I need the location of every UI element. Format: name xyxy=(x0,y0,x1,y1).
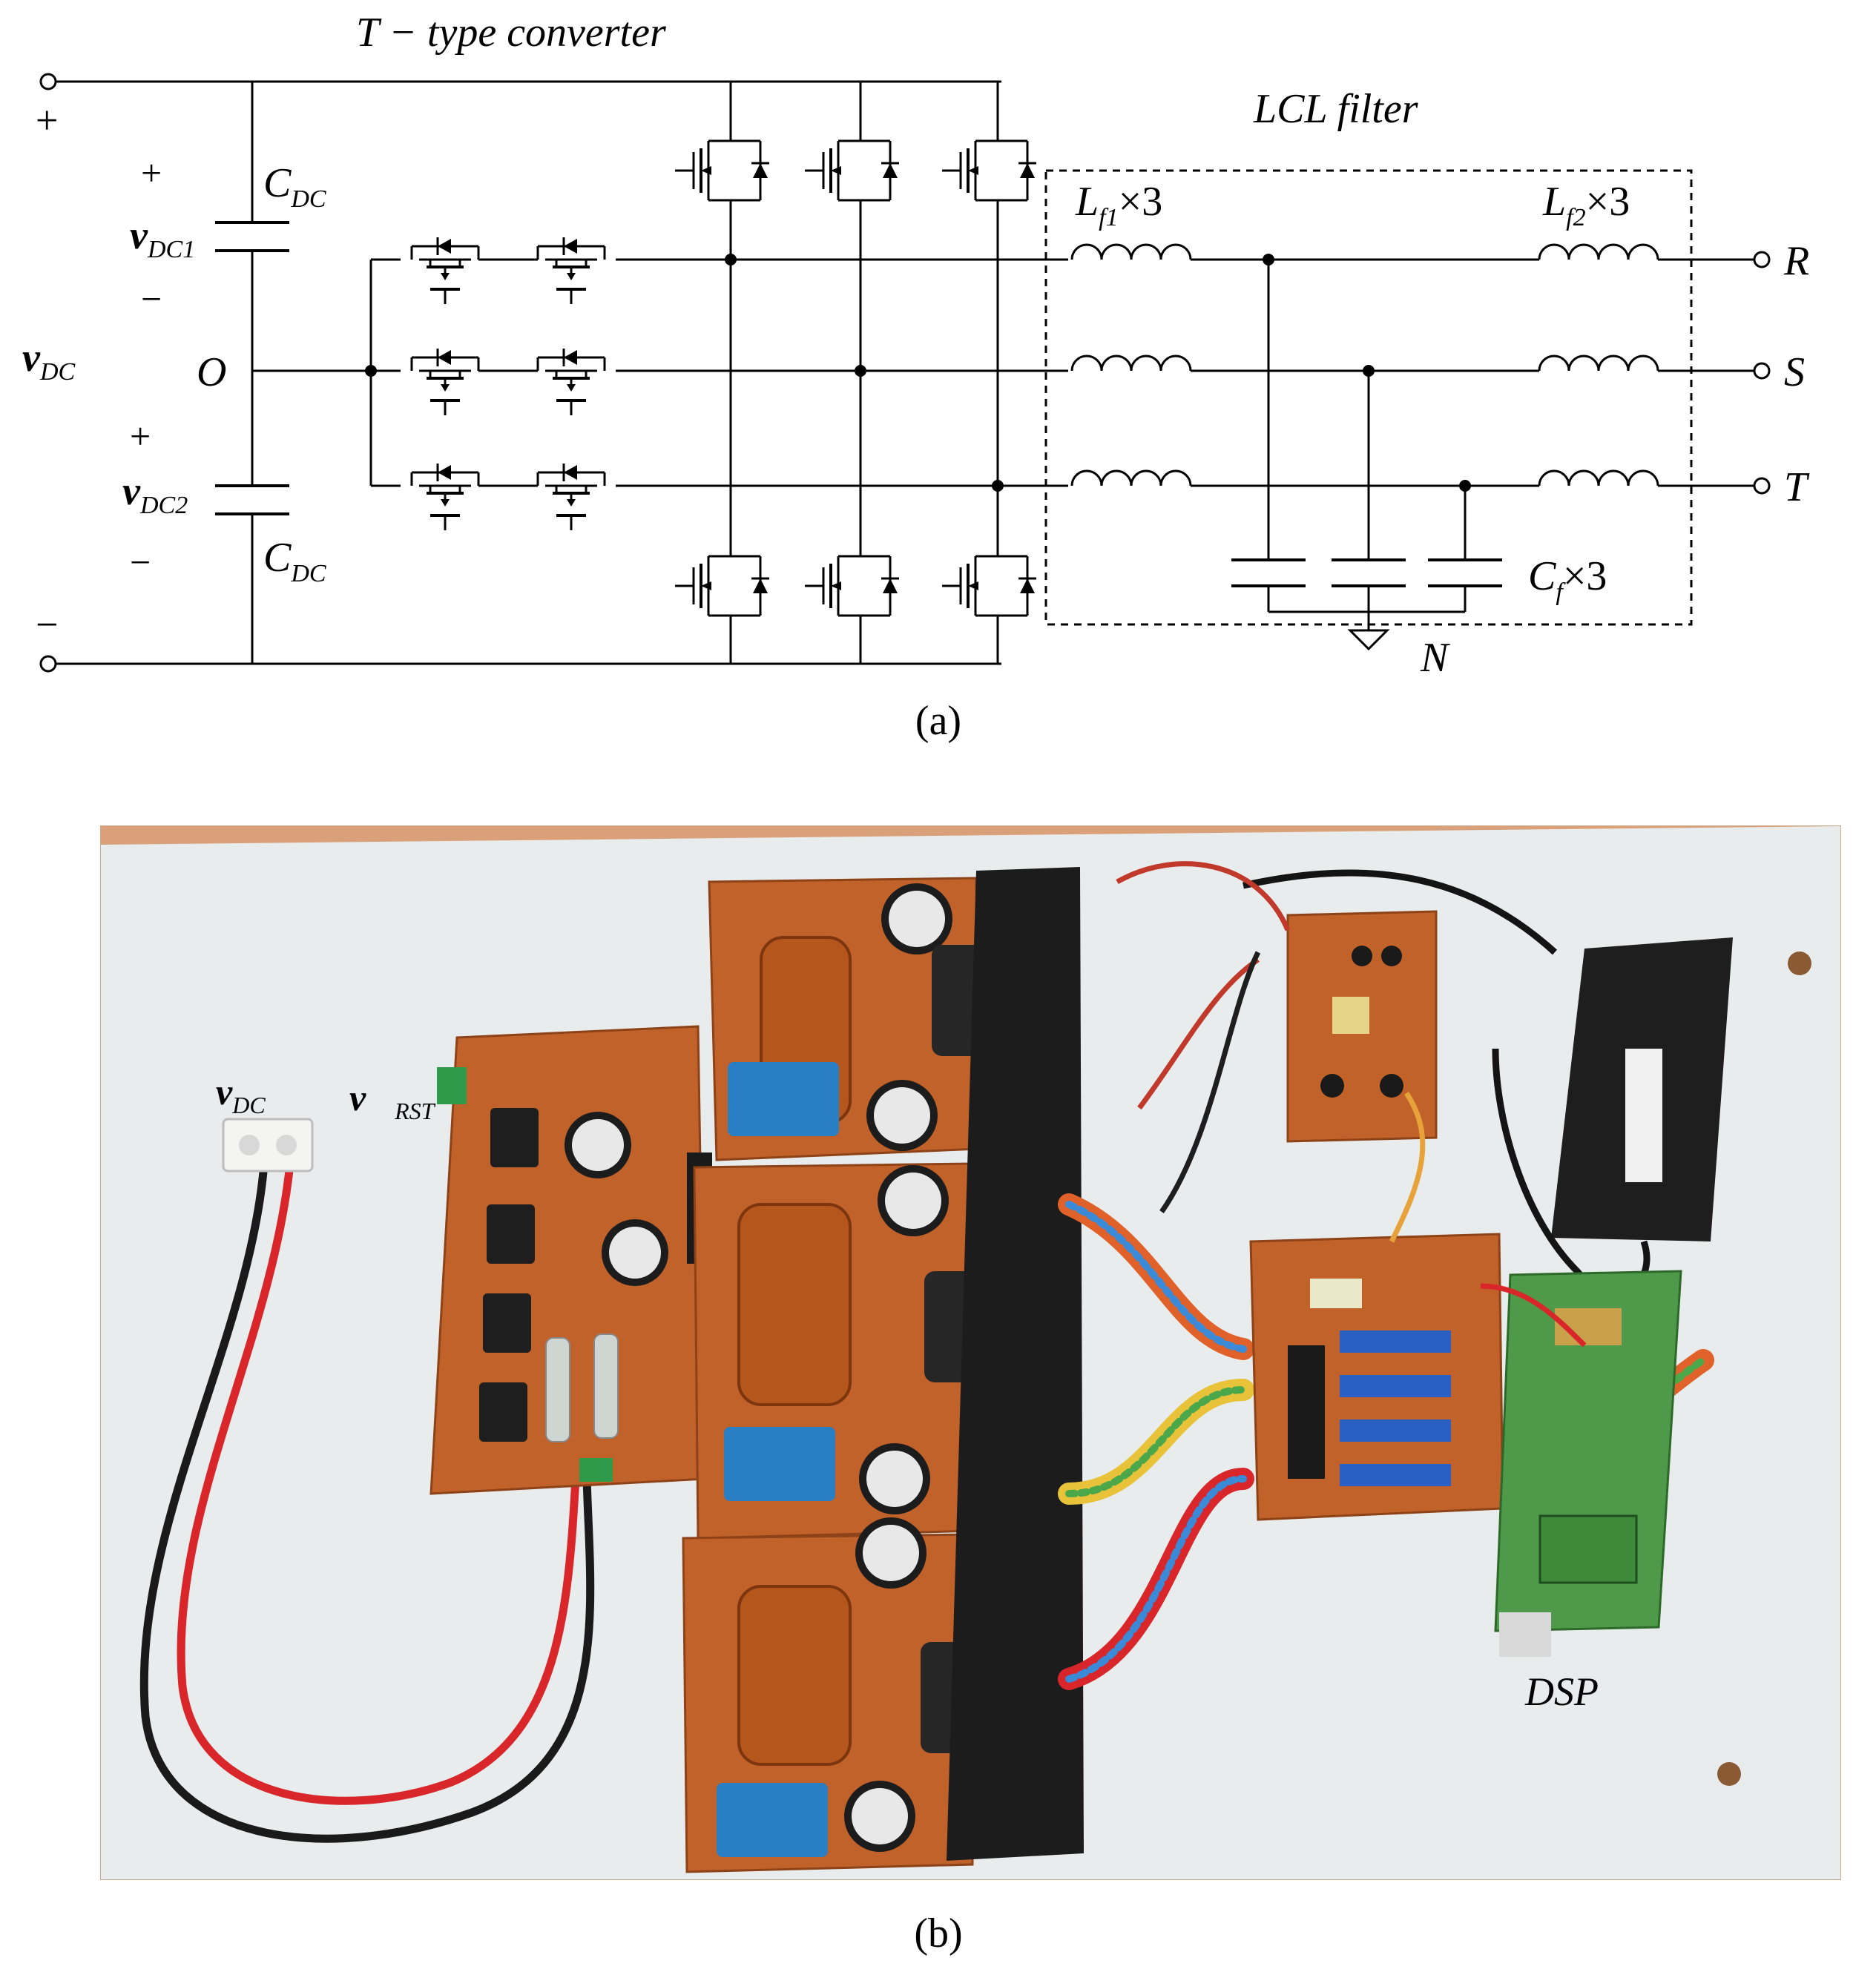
gate-driver-board xyxy=(1249,1233,1504,1521)
dc-plus-sign: + xyxy=(36,98,58,142)
dc-input-cable xyxy=(139,1159,595,1843)
lf1-label: Lf1×3 xyxy=(1075,179,1162,231)
cdc-top-label: CDC xyxy=(263,160,326,213)
lower-switch-s xyxy=(803,540,901,632)
midpoint-label: O xyxy=(197,349,226,395)
inverter-side-inductors xyxy=(1070,243,1192,487)
grid-side-inductors xyxy=(1538,243,1659,487)
lf2-label: Lf2×3 xyxy=(1542,179,1630,231)
caption-a: (a) xyxy=(915,698,961,744)
vdc2-plus: + xyxy=(130,415,151,457)
caption-b: (b) xyxy=(914,1910,963,1956)
photo-label-vrst: v⃗RST xyxy=(349,1077,436,1124)
vdc-label: vDC xyxy=(22,335,76,386)
vdc2-minus: − xyxy=(130,541,151,583)
vdc1-plus: + xyxy=(141,152,162,194)
photo-label-dsp: DSP xyxy=(1524,1669,1599,1714)
vdc2-label: vDC2 xyxy=(122,469,188,519)
phase-t-label: T xyxy=(1784,464,1810,510)
circuit-schematic: T − type converter LCL filter + − + vDC1… xyxy=(22,10,1810,744)
cf-label: Cf×3 xyxy=(1528,553,1607,606)
heatsink xyxy=(947,867,1084,1861)
dc-terminal-block xyxy=(222,1118,314,1173)
dc-minus-sign: − xyxy=(36,602,58,647)
vdc1-minus: − xyxy=(141,278,162,320)
upper-switch-r xyxy=(674,125,771,217)
ground-icon xyxy=(1347,629,1390,651)
lcl-filter-box xyxy=(1044,169,1693,626)
mounting-hole xyxy=(1717,1762,1741,1786)
junction-dots xyxy=(365,254,1471,492)
aux-power-board xyxy=(1286,910,1438,1143)
vdc1-label: vDC1 xyxy=(130,213,195,263)
upper-switch-t xyxy=(941,125,1038,217)
upper-switch-s xyxy=(803,125,901,217)
lower-switch-t xyxy=(941,540,1038,632)
filter-capacitors xyxy=(1231,558,1502,587)
dsp-board xyxy=(1494,1270,1682,1657)
converter-title: T − type converter xyxy=(356,10,666,56)
signal-wires xyxy=(1116,861,1587,1348)
cdc-bottom-label: CDC xyxy=(263,535,326,587)
phase-s-label: S xyxy=(1784,349,1805,395)
dc-bus-board xyxy=(429,1025,712,1495)
mounting-hole xyxy=(1788,952,1811,975)
prototype-photo: vDC v⃗RST DSP xyxy=(100,825,1841,1880)
photo-label-vdc: vDC xyxy=(216,1071,266,1118)
filter-title: LCL filter xyxy=(1253,86,1418,132)
phase-leg-boards xyxy=(682,877,1013,1873)
phase-r-label: R xyxy=(1783,238,1809,284)
neutral-label: N xyxy=(1420,635,1450,681)
lower-switch-r xyxy=(674,540,771,632)
terminals xyxy=(39,73,1771,673)
